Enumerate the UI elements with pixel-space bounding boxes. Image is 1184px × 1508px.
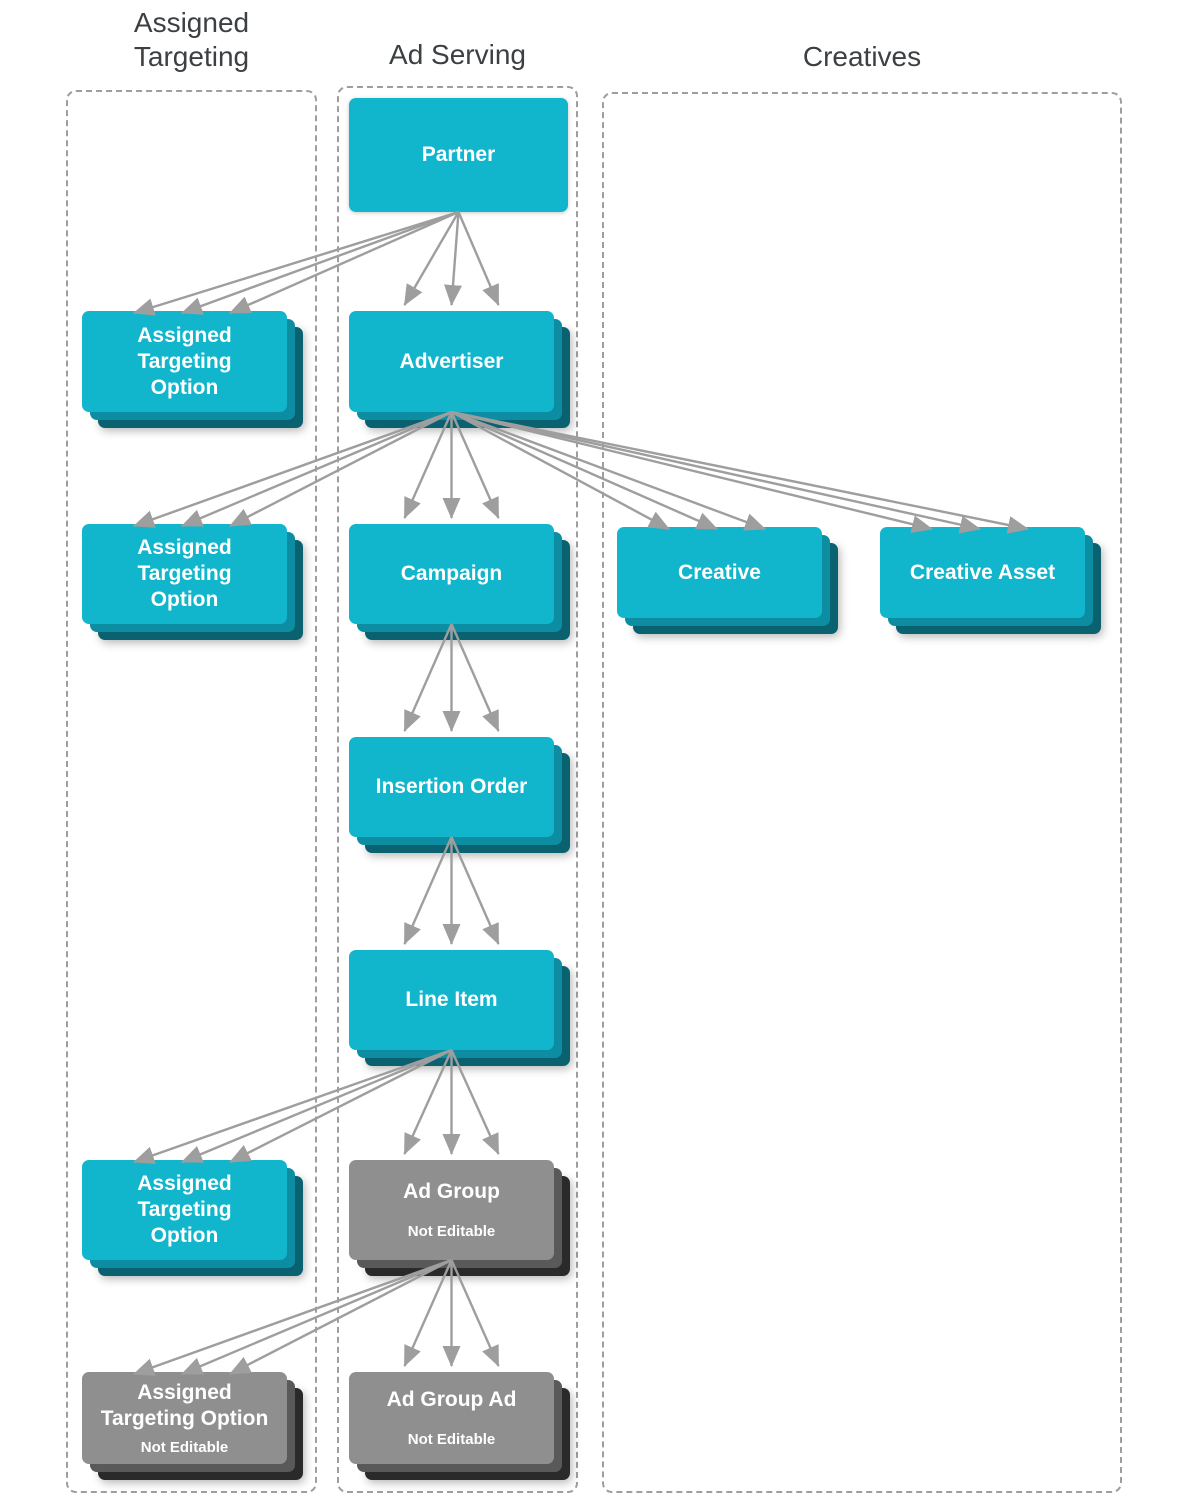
node-assigned-targeting-option-3: Assigned Targeting Option	[82, 1160, 287, 1260]
node-label: Advertiser	[399, 349, 504, 373]
node-label: Assigned Targeting Option	[137, 536, 232, 611]
node-creative-asset: Creative Asset	[880, 527, 1085, 618]
column-container-assigned-targeting	[66, 90, 317, 1493]
column-container-ad-serving	[337, 86, 578, 1493]
node-label: Campaign	[400, 562, 503, 585]
column-container-creatives	[602, 92, 1122, 1493]
node-label: Ad Group	[403, 1180, 500, 1203]
node-label: Creative	[678, 560, 761, 584]
node-sublabel: Not Editable	[140, 1438, 229, 1456]
column-header-ad-serving: Ad Serving	[389, 39, 526, 70]
column-header-assigned-targeting: Assigned Targeting	[133, 7, 250, 72]
node-line-item: Line Item	[349, 950, 554, 1050]
node-creative: Creative	[617, 527, 822, 618]
node-label: Assigned Targeting Option	[100, 1380, 269, 1430]
node-advertiser: Advertiser	[349, 311, 554, 412]
node-label: Ad Group Ad	[386, 1388, 517, 1411]
node-label: Insertion Order	[375, 775, 528, 798]
node-partner: Partner	[349, 98, 568, 212]
node-sublabel: Not Editable	[407, 1223, 496, 1240]
column-header-creatives: Creatives	[802, 41, 922, 72]
node-sublabel: Not Editable	[407, 1431, 496, 1448]
node-assigned-targeting-option-1: Assigned Targeting Option	[82, 311, 287, 412]
node-campaign: Campaign	[349, 524, 554, 624]
node-label: Creative Asset	[909, 560, 1056, 584]
node-ad-group-ad: Ad Group Ad Not Editable	[349, 1372, 554, 1464]
node-label: Partner	[421, 143, 496, 166]
node-insertion-order: Insertion Order	[349, 737, 554, 837]
node-label: Line Item	[405, 988, 498, 1011]
node-assigned-targeting-option-2: Assigned Targeting Option	[82, 524, 287, 624]
node-label: Assigned Targeting Option	[137, 1172, 232, 1247]
node-label: Assigned Targeting Option	[137, 323, 232, 399]
